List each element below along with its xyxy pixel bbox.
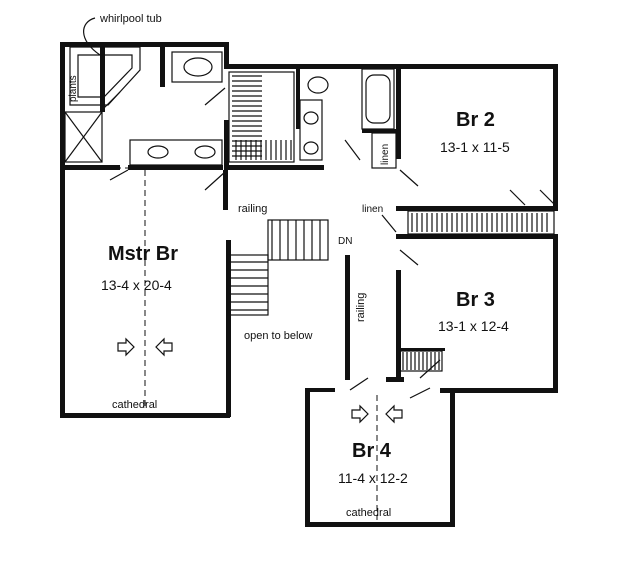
- linen-hall-label: linen: [362, 204, 383, 215]
- closet-shelving-br2: [407, 210, 555, 235]
- cathedral-br4-label: cathedral: [346, 507, 391, 519]
- bedroom-2-dims: 13-1 x 11-5: [440, 139, 510, 155]
- toilet-master: [171, 51, 223, 83]
- railing-top-label: railing: [238, 203, 267, 215]
- bedroom-2-name: Br 2: [456, 109, 495, 131]
- closet-shelving-master: [228, 71, 295, 163]
- plants-label: plants: [68, 75, 79, 102]
- master-bedroom-name: Mstr Br: [108, 243, 178, 265]
- bedroom-3-name: Br 3: [456, 289, 495, 311]
- door-swings: [99, 87, 556, 399]
- shower-stall: [64, 111, 103, 163]
- railing-side-label: railing: [355, 293, 367, 322]
- closet-shelving-br3: [399, 350, 443, 372]
- linen-bath-label: linen: [380, 144, 391, 165]
- whirlpool-tub: [69, 46, 141, 106]
- hall-bath-fixtures: [299, 68, 397, 169]
- stair-dn-label: DN: [338, 236, 352, 247]
- master-bedroom-dims: 13-4 x 20-4: [101, 277, 172, 293]
- open-to-below-label: open to below: [244, 330, 313, 342]
- whirlpool-tub-label: whirlpool tub: [99, 13, 162, 25]
- bedroom-4-dims: 11-4 x 12-2: [338, 470, 408, 486]
- cathedral-master-label: cathedral: [112, 399, 157, 411]
- bedroom-3-dims: 13-1 x 12-4: [438, 318, 509, 334]
- walls: [60, 42, 558, 527]
- vanity-master: [129, 139, 223, 166]
- ridge-arrows-master: [117, 337, 173, 357]
- whirlpool-leader: [83, 17, 101, 56]
- cathedral-lines: [65, 167, 378, 520]
- ridge-arrows-br4: [351, 404, 403, 424]
- bedroom-4-name: Br 4: [352, 440, 392, 462]
- stairs: [227, 219, 329, 316]
